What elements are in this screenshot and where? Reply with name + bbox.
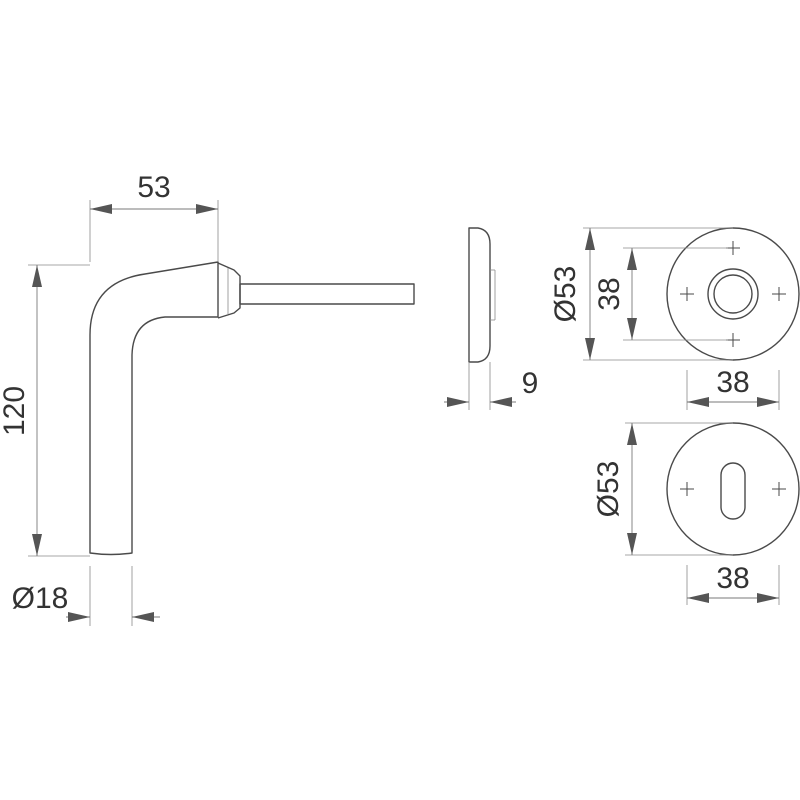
dimension-rose-diameter: Ø53 xyxy=(549,227,733,361)
arrowhead xyxy=(687,593,709,603)
arrowhead xyxy=(585,338,595,360)
dimension-label: 38 xyxy=(593,277,626,310)
screw-mark-top xyxy=(726,241,740,255)
dimension-label: 38 xyxy=(716,562,749,595)
dimension-rose-screw-spacing-horizontal: 38 xyxy=(686,366,780,410)
arrowhead xyxy=(32,265,42,287)
arrowhead xyxy=(32,534,42,556)
screw-mark-right xyxy=(772,287,786,301)
dimension-lever-diameter: Ø18 xyxy=(12,566,160,626)
dimension-label: Ø53 xyxy=(592,461,625,518)
dimension-label: 38 xyxy=(716,366,749,399)
screw-mark-bottom xyxy=(726,333,740,347)
spindle-hole-outer xyxy=(707,268,759,320)
dimension-label: 53 xyxy=(137,171,170,204)
arrowhead xyxy=(757,593,779,603)
dimension-label: 9 xyxy=(522,367,539,400)
screw-mark-left xyxy=(680,482,694,496)
arrowhead xyxy=(627,533,637,555)
dimension-escutcheon-diameter: Ø53 xyxy=(592,422,733,556)
rose-side-outline xyxy=(468,227,491,363)
dimension-label: 120 xyxy=(0,386,31,436)
arrowhead xyxy=(196,204,218,214)
arrowhead xyxy=(757,397,779,407)
dimension-label: Ø18 xyxy=(12,582,69,615)
dimension-lever-projection: 53 xyxy=(89,171,219,262)
lever-body-outline xyxy=(89,261,219,556)
arrowhead xyxy=(627,423,637,445)
lever-handle-side-view xyxy=(89,261,415,556)
dimension-label: Ø53 xyxy=(549,266,582,323)
arrowhead xyxy=(627,248,637,270)
arrowhead xyxy=(90,204,112,214)
lever-collar xyxy=(217,262,241,319)
arrowhead xyxy=(687,397,709,407)
screw-mark-left xyxy=(680,287,694,301)
spindle xyxy=(239,283,415,305)
arrowhead xyxy=(627,318,637,340)
screw-mark-right xyxy=(772,482,786,496)
arrowhead xyxy=(447,397,469,407)
dimension-escutcheon-screw-spacing: 38 xyxy=(686,562,780,605)
spindle-hole-inner xyxy=(713,274,753,314)
dimension-rose-screw-spacing-vertical: 38 xyxy=(593,247,728,341)
arrowhead xyxy=(132,612,154,622)
arrowhead xyxy=(68,612,90,622)
escutcheon-front-view xyxy=(666,422,800,556)
dimension-rose-thickness: 9 xyxy=(444,362,538,410)
rose-side-view xyxy=(468,227,496,363)
arrowhead xyxy=(585,228,595,250)
keyhole-slot xyxy=(720,462,746,520)
dimension-lever-height: 120 xyxy=(0,264,90,557)
arrowhead xyxy=(490,397,512,407)
